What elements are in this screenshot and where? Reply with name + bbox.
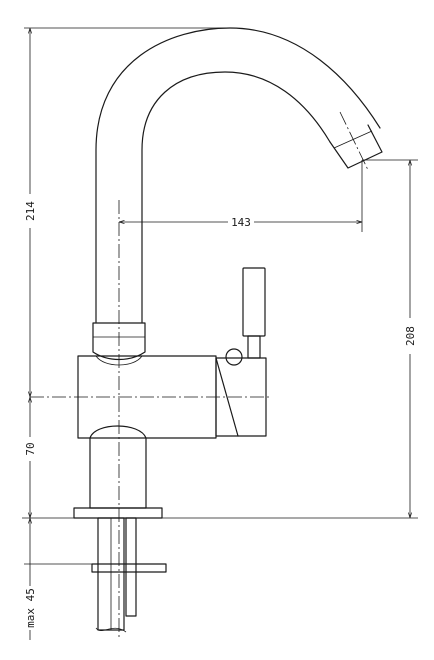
dim-outlet-height: 208 [404,326,417,346]
faucet-pedestal [89,425,147,509]
threaded-rod [125,517,137,617]
base-plate [73,507,163,519]
spout-inner-curve [141,71,331,323]
dim-spout-reach: 143 [231,216,251,229]
lever-stem [247,335,261,359]
dim-mounting-thickness: max 45 [24,588,37,628]
spout-outer-curve [95,27,381,323]
faucet-outline [73,27,383,633]
extension-lines [22,27,418,565]
dimension-lines [30,28,410,640]
dim-body-height: 70 [24,442,37,455]
fixing-washer [91,563,167,573]
dim-overall-height: 214 [24,201,37,221]
spout-collar [92,322,146,361]
center-lines [30,200,270,640]
lever-handle [242,267,266,337]
dimension-labels: 214 70 max 45 208 143 [22,194,418,630]
